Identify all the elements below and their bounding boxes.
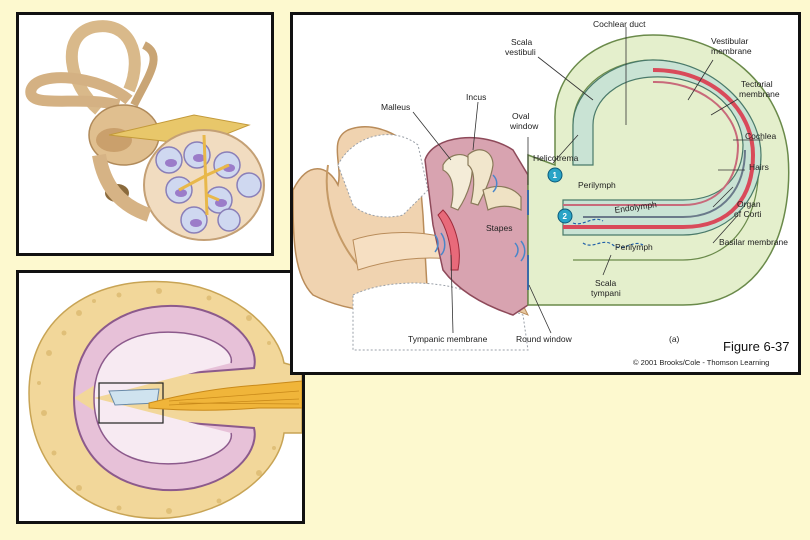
cochlea-cross-section (19, 273, 302, 521)
label-scala-vestibuli-2: vestibuli (505, 47, 536, 57)
label-basilar-membrane: Basilar membrane (719, 237, 788, 247)
label-vestibular-membrane-2: membrane (711, 46, 752, 56)
label-hairs: Hairs (749, 162, 769, 172)
labeled-cochlea-diagram: 1 2 Cochlear duct Scala vestibuli Vestib… (293, 15, 798, 372)
label-cochlear-duct: Cochlear duct (593, 19, 646, 29)
inner-ear-illustration (25, 20, 265, 241)
label-scala-tympani-2: tympani (591, 288, 621, 298)
ear-fold (325, 164, 359, 266)
leader-lines (412, 27, 763, 334)
cochlea-base (92, 153, 152, 222)
panel-label: (a) (669, 334, 680, 344)
sound-waves (434, 174, 526, 262)
marker-1 (547, 167, 563, 183)
figure-number: Figure 6-37 (723, 339, 789, 354)
label-vestibular-membrane-1: Vestibular (711, 36, 748, 46)
semicircular-canal (25, 72, 133, 111)
modiolus-nerve (178, 134, 230, 216)
stapes-bone (482, 185, 522, 211)
cochlea-cross-section-panel (16, 270, 305, 524)
label-incus: Incus (466, 92, 486, 102)
label-malleus: Malleus (381, 102, 410, 112)
endolymph-wave (572, 218, 604, 225)
label-oval-window-1: Oval (512, 111, 530, 121)
labeled-cochlea-diagram-panel: 1 2 Cochlear duct Scala vestibuli Vestib… (290, 12, 801, 375)
label-tympanic-membrane: Tympanic membrane (408, 334, 488, 344)
marker-2-label: 2 (563, 212, 568, 221)
semicircular-canal (130, 41, 158, 107)
vestibular-membrane-line (563, 80, 740, 206)
label-organ-of-corti-2: of Corti (734, 209, 762, 219)
label-tectorial-membrane-1: Tectorial (741, 79, 773, 89)
label-cochlea: Cochlea (745, 131, 776, 141)
marker-1-label: 1 (553, 171, 558, 180)
cochlear-duct-band (562, 59, 762, 236)
perilymph-wave (582, 241, 644, 249)
label-oval-window-2: window (509, 121, 539, 131)
marker-2 (557, 208, 573, 224)
label-scala-vestibuli-1: Scala (511, 37, 533, 47)
nerve-fibers (168, 390, 300, 406)
tympanic-membrane-shape (437, 209, 460, 271)
label-tectorial-membrane-2: membrane (739, 89, 780, 99)
inner-ear-illustration-panel (16, 12, 274, 256)
label-stapes: Stapes (486, 223, 512, 233)
temporal-bone-upper (337, 134, 429, 218)
malleus-bone (442, 153, 473, 211)
label-round-window: Round window (516, 334, 573, 344)
tectorial-membrane-line (583, 149, 746, 218)
scala-vestibuli-chamber (93, 331, 233, 399)
scala-tympani-chamber (93, 397, 233, 465)
label-perilymph-lower: Perilymph (615, 242, 653, 252)
label-organ-of-corti-1: Organ (737, 199, 761, 209)
copyright-notice: © 2001 Brooks/Cole - Thomson Learning (633, 358, 769, 367)
basilar-membrane-line (563, 68, 756, 229)
label-perilymph-upper: Perilymph (578, 180, 616, 190)
bone-texture (37, 288, 276, 514)
label-scala-tympani-1: Scala (595, 278, 617, 288)
label-helicotrema: Helicotrema (533, 153, 579, 163)
